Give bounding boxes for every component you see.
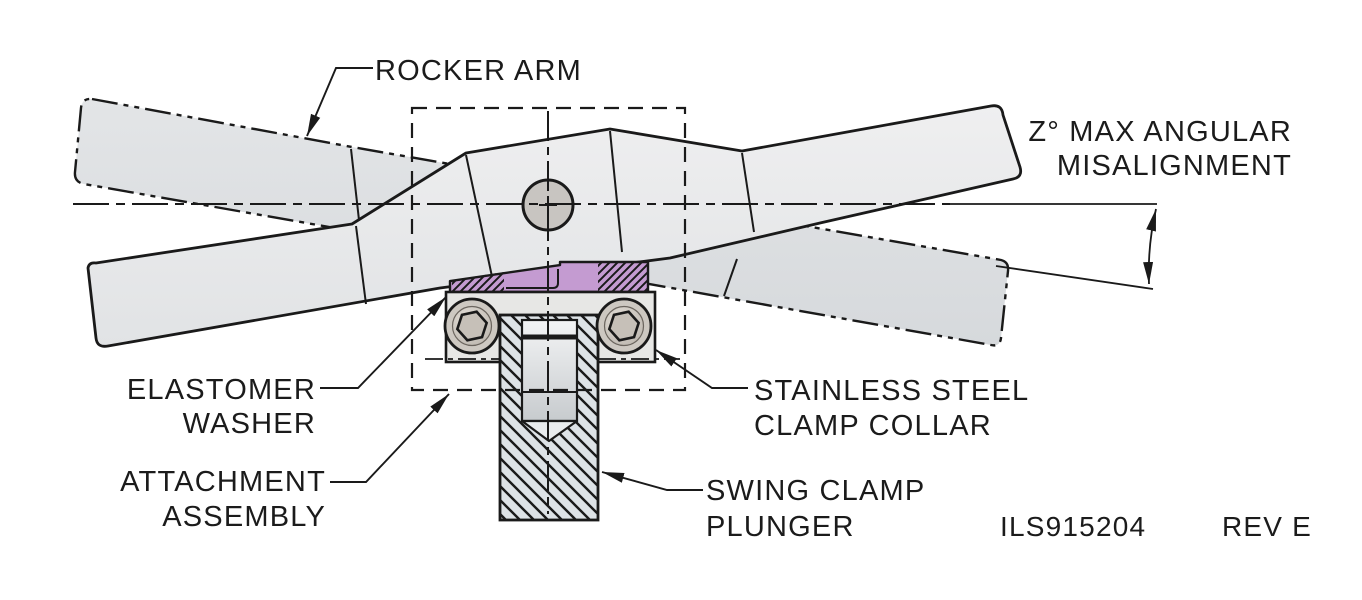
phantom-arm-right-facet-line	[723, 258, 738, 297]
leader-elastomer-washer	[320, 296, 447, 389]
leader-plunger	[601, 471, 703, 491]
hex-socket-icon	[455, 310, 489, 342]
swing-clamp-plunger	[498, 313, 600, 522]
socket-screw-right	[595, 297, 653, 355]
rocker-arm-facet-lines	[355, 130, 755, 305]
dimension-arc	[1143, 208, 1157, 285]
leader-clamp-collar	[655, 349, 748, 389]
callout-collar-line1: STAINLESS STEEL	[754, 375, 1029, 407]
callout-plunger-line1: SWING CLAMP	[706, 475, 925, 507]
washer-hatch-left	[452, 272, 504, 291]
hex-socket-icon	[607, 310, 641, 342]
revision-label: REV E	[1222, 511, 1312, 542]
attachment-envelope-box	[410, 106, 687, 392]
callout-misalignment-line2: MISALIGNMENT	[1057, 150, 1292, 182]
dimension-extension-sloped	[995, 265, 1154, 290]
callout-collar-line2: CLAMP COLLAR	[754, 410, 992, 442]
callout-plunger-line2: PLUNGER	[706, 511, 855, 543]
callout-elastomer-line1: ELASTOMER	[127, 374, 316, 406]
socket-screw-left	[443, 297, 501, 355]
callout-attachment-line1: ATTACHMENT	[120, 466, 326, 498]
leader-lines	[306, 67, 748, 491]
bore-drill-point-cone	[520, 419, 579, 443]
leader-attachment-assembly	[330, 393, 450, 483]
washer-step-line	[506, 269, 559, 289]
phantom-arm-left-facet-line	[350, 148, 361, 230]
angle-dimension	[950, 203, 1157, 290]
leader-rocker-arm	[306, 67, 373, 137]
callout-elastomer-line2: WASHER	[183, 408, 316, 440]
part-number: ILS915204	[1000, 511, 1146, 542]
callout-attachment-line2: ASSEMBLY	[162, 501, 326, 533]
callout-rocker-arm: ROCKER ARM	[375, 55, 582, 87]
callout-misalignment-line1: Z° MAX ANGULAR	[1028, 116, 1292, 148]
washer-hatch-right	[598, 263, 647, 291]
